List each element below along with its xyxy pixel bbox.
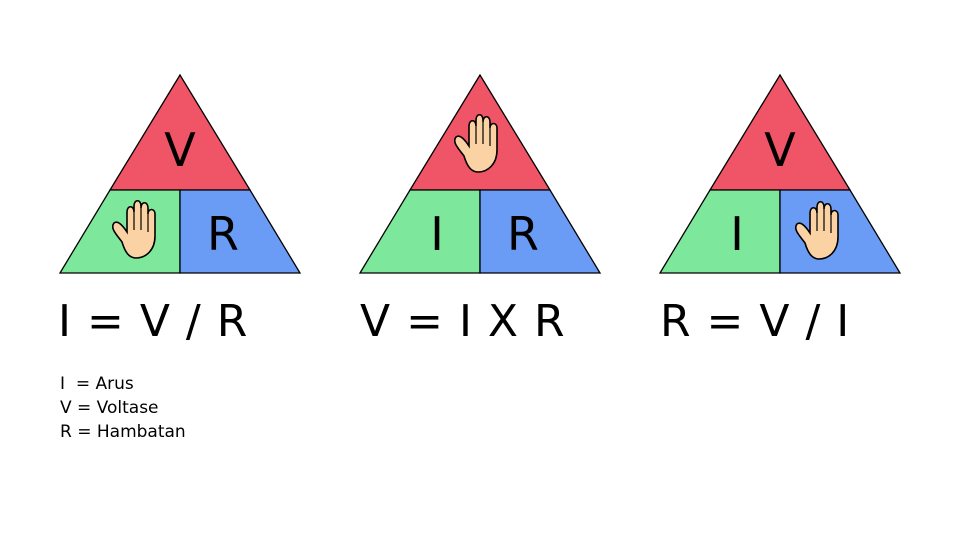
ohm-triangle-1: V R — [55, 70, 305, 280]
formula-voltage: V = I X R — [360, 296, 566, 347]
legend-item-voltage: V = Voltase — [60, 398, 159, 418]
legend-item-resistance: R = Hambatan — [60, 422, 186, 442]
triangle-diagram-1: V R — [58, 73, 302, 274]
bottom-left-section — [358, 189, 481, 274]
legend: I = Arus V = Voltase R = Hambatan — [60, 372, 186, 444]
bottom-right-section — [179, 189, 302, 274]
hand-icon — [453, 113, 498, 173]
bottom-right-label: R — [207, 207, 239, 261]
bottom-left-label: I — [430, 207, 444, 261]
bottom-left-label: I — [730, 207, 744, 261]
ohm-triangle-2: I R — [355, 70, 605, 280]
formula-resistance: R = V / I — [660, 296, 851, 347]
formula-current: I = V / R — [58, 296, 249, 347]
triangle-diagram-3: V I — [658, 73, 902, 274]
triangle-diagram-2: I R — [358, 73, 602, 274]
bottom-right-section — [479, 189, 602, 274]
top-label: V — [764, 123, 796, 177]
hand-icon — [111, 199, 156, 259]
bottom-right-label: R — [507, 207, 539, 261]
hand-icon — [794, 200, 839, 260]
top-label: V — [164, 123, 196, 177]
bottom-left-section — [658, 189, 781, 274]
legend-item-current: I = Arus — [60, 374, 134, 394]
ohm-triangle-3: V I — [655, 70, 905, 280]
